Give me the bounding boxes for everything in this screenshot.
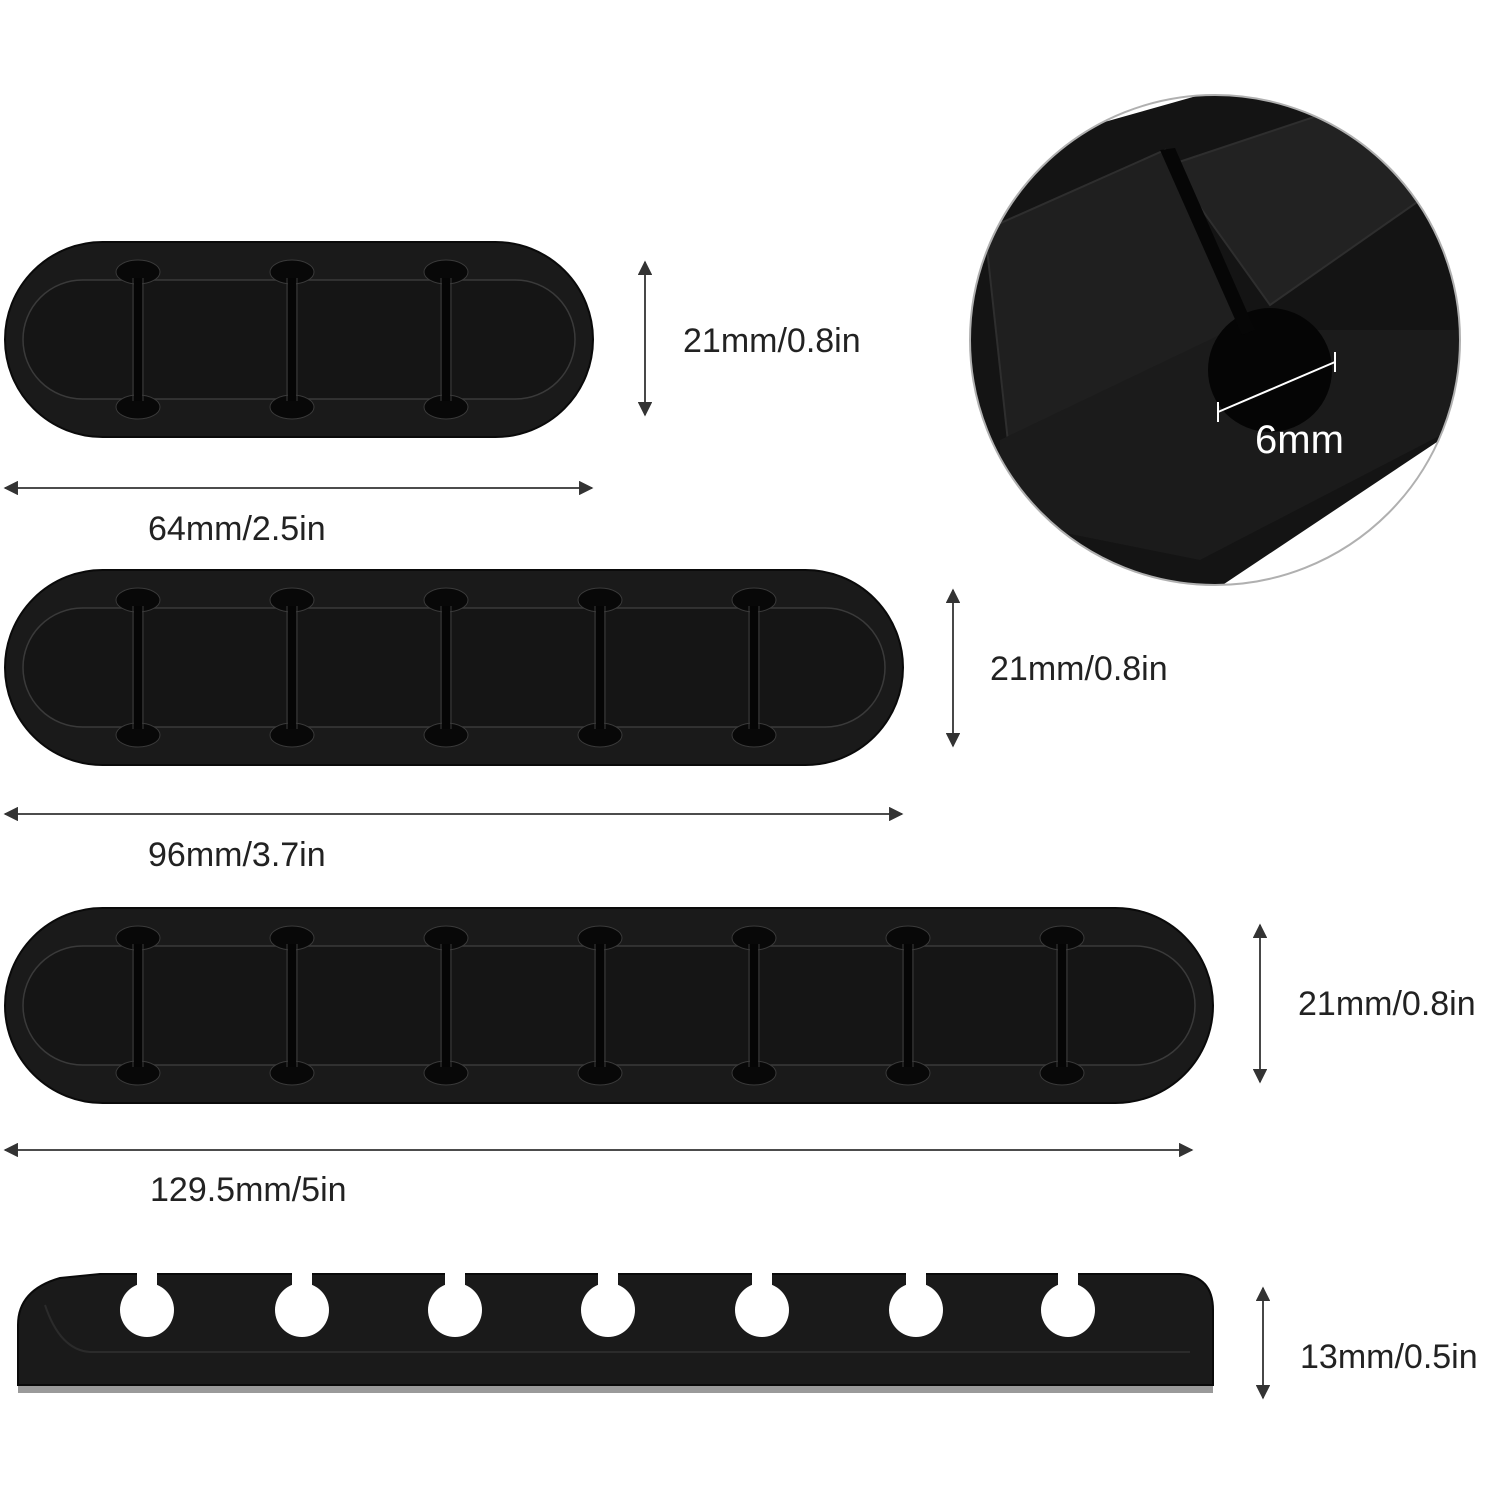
holder-1-width-label: 64mm/2.5in bbox=[148, 510, 326, 548]
slot-channel bbox=[288, 278, 296, 401]
holder-3-height-label: 21mm/0.8in bbox=[1298, 985, 1476, 1023]
cable-hole bbox=[1041, 1283, 1095, 1337]
cable-hole bbox=[889, 1283, 943, 1337]
slot-channel bbox=[750, 606, 758, 729]
cable-hole bbox=[428, 1283, 482, 1337]
slot-channel bbox=[750, 944, 758, 1067]
holder-1-height-label: 21mm/0.8in bbox=[683, 322, 861, 360]
cable-hole bbox=[581, 1283, 635, 1337]
slot-channel bbox=[134, 278, 142, 401]
cable-slot bbox=[423, 259, 469, 420]
holder-2-width-label: 96mm/3.7in bbox=[148, 836, 326, 874]
side-view-ridge bbox=[44, 1304, 1190, 1353]
cable-slot bbox=[269, 587, 315, 748]
cable-slot bbox=[423, 925, 469, 1086]
holder-2-height-label: 21mm/0.8in bbox=[990, 650, 1168, 688]
cable-holder-5-slot bbox=[4, 569, 904, 766]
holder-top-face bbox=[22, 945, 1196, 1066]
zoom-detail-circle bbox=[969, 94, 1461, 586]
slot-channel bbox=[442, 944, 450, 1067]
zoom-cable-hole bbox=[1208, 308, 1332, 432]
cable-hole bbox=[120, 1283, 174, 1337]
cable-slot bbox=[115, 925, 161, 1086]
slot-channel bbox=[596, 944, 604, 1067]
slot-channel bbox=[1058, 944, 1066, 1067]
cable-slot bbox=[269, 925, 315, 1086]
slot-channel bbox=[442, 606, 450, 729]
zoom-lower-face bbox=[1000, 330, 1460, 560]
slot-channel bbox=[288, 944, 296, 1067]
hole-size-label: 6mm bbox=[1255, 418, 1344, 462]
zoom-content bbox=[970, 95, 1460, 585]
cable-slot bbox=[885, 925, 931, 1086]
slot-channel bbox=[288, 606, 296, 729]
side-view-height-label: 13mm/0.5in bbox=[1300, 1338, 1478, 1376]
cable-slot bbox=[115, 587, 161, 748]
cable-holder-7-slot bbox=[4, 907, 1214, 1104]
cable-slot bbox=[731, 587, 777, 748]
slot-channel bbox=[904, 944, 912, 1067]
slot-channel bbox=[442, 278, 450, 401]
zoom-slot-gap bbox=[1160, 148, 1255, 335]
cable-slot bbox=[577, 925, 623, 1086]
side-view-holder bbox=[17, 1268, 1214, 1393]
zoom-measure-line bbox=[1217, 361, 1336, 413]
cable-slot bbox=[1039, 925, 1085, 1086]
zoom-border bbox=[969, 94, 1461, 586]
cable-slot bbox=[115, 259, 161, 420]
cable-hole bbox=[275, 1283, 329, 1337]
holder-top-face bbox=[22, 279, 576, 400]
slot-channel bbox=[134, 606, 142, 729]
cable-hole bbox=[735, 1283, 789, 1337]
holder-3-width-label: 129.5mm/5in bbox=[150, 1171, 347, 1209]
cable-slot bbox=[269, 259, 315, 420]
slot-channel bbox=[134, 944, 142, 1067]
cable-slot bbox=[423, 587, 469, 748]
adhesive-base bbox=[18, 1385, 1213, 1393]
cable-slot bbox=[731, 925, 777, 1086]
cable-holder-3-slot bbox=[4, 241, 594, 438]
cable-slot bbox=[577, 587, 623, 748]
slot-channel bbox=[596, 606, 604, 729]
